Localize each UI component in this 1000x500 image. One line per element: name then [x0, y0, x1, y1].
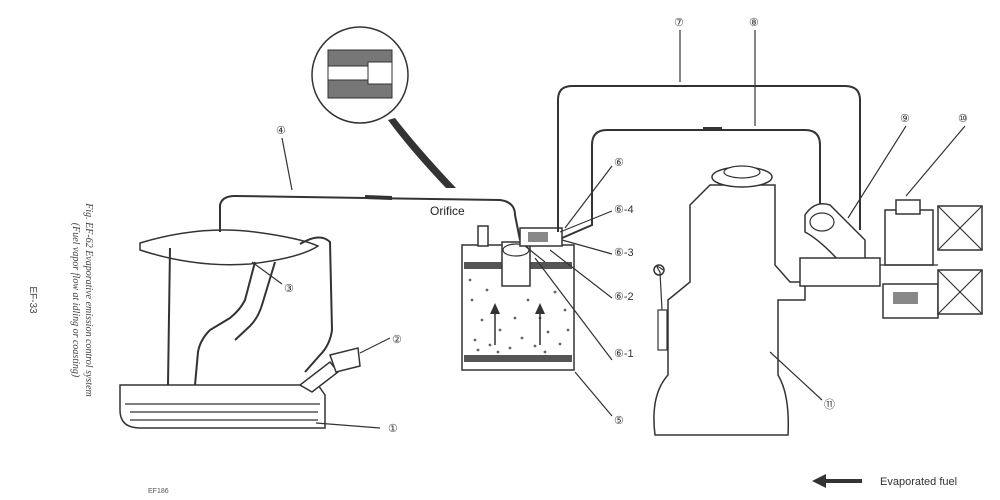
callout-1: ①: [388, 423, 398, 435]
page-number: EF-33: [27, 286, 38, 314]
callout-4: ④: [276, 125, 286, 137]
fuel-tank: [119, 347, 361, 429]
engine-block: [653, 165, 806, 436]
callout-6: ⑥: [614, 157, 624, 169]
purge-line-outer: [557, 85, 861, 232]
callout-10: ⑩: [958, 113, 968, 125]
callout-5: ⑤: [614, 415, 624, 427]
callout-9: ⑨: [900, 113, 910, 125]
orifice-label: Orifice: [430, 204, 465, 218]
carbon-canister: [461, 225, 575, 371]
figure-caption: Fig. EF-62 Evaporative emission control …: [70, 202, 94, 396]
caption-subtitle: (Fuel vapor flow at idling or coasting): [70, 223, 81, 378]
orifice-marker: [364, 195, 393, 200]
callout-11: ⑪: [824, 398, 835, 411]
callout-6-2: ⑥-2: [614, 291, 634, 303]
figure-code: EF186: [148, 488, 169, 495]
callout-8: ⑧: [749, 17, 759, 29]
callout-6-4: ⑥-4: [614, 204, 634, 216]
caption-title: Fig. EF-62 Evaporative emission control …: [83, 202, 94, 396]
callout-7: ⑦: [674, 17, 684, 29]
callout-6-1: ⑥-1: [614, 348, 634, 360]
purge-line-inner: [561, 129, 821, 239]
callouts: ① ② ③ ④ ⑤ ⑥ ⑥-1 ⑥-2 ⑥-3 ⑥-4 ⑦ ⑧ ⑨ ⑩ ⑪: [276, 17, 968, 435]
callout-3: ③: [284, 283, 294, 295]
legend-arrow-head: [812, 474, 826, 488]
throttle-chamber: [799, 203, 881, 287]
callout-2: ②: [392, 334, 402, 346]
leader-lines: [251, 30, 966, 429]
air-cleaner: [880, 199, 983, 319]
legend: Evaporated fuel: [812, 474, 957, 488]
legend-label: Evaporated fuel: [880, 476, 957, 488]
vapor-separator: [139, 229, 334, 386]
callout-6-3: ⑥-3: [614, 247, 634, 259]
orifice-detail-magnifier: [311, 26, 456, 188]
